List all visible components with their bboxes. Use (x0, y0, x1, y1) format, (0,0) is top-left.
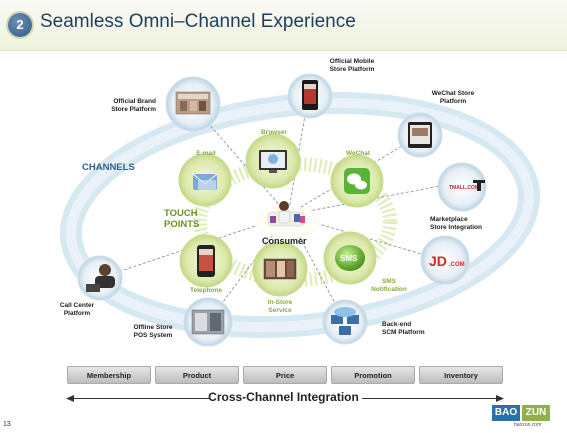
official-mobile-store-node (287, 73, 333, 119)
arrow-left-icon (66, 395, 74, 402)
integration-arrow-left (70, 398, 210, 399)
tmall-logo-text: TMALL.COM (449, 185, 479, 191)
sms-icon-text: SMS (340, 254, 358, 263)
offline-store-node (183, 297, 233, 347)
channels-label: CHANNELS (82, 162, 135, 173)
logo-bao: BAO (492, 405, 520, 421)
wechat-store-node (397, 112, 443, 158)
telephone-touchpoint-node (179, 234, 233, 288)
touch-points-label-line2: POINTS (164, 219, 200, 230)
touch-points-label-line1: TOUCH (164, 208, 198, 219)
logo-zun: ZUN (522, 405, 550, 421)
telephone-label: Telephone (189, 287, 223, 294)
marketplace-tmall-node: TMALL.COM (437, 162, 487, 212)
logo-url: baozun.com (514, 422, 542, 428)
wechat-label: WeChat (345, 150, 371, 157)
arrow-right-icon (496, 395, 504, 402)
sms-touchpoint-node: SMS (323, 231, 377, 285)
email-label: E-mail (196, 150, 216, 157)
jd-com-text: .COM (449, 262, 465, 268)
consumer-label: Consumer (262, 236, 307, 246)
tab-product: Product (155, 366, 239, 384)
email-touchpoint-node (178, 153, 232, 207)
tab-membership: Membership (67, 366, 151, 384)
official-brand-store-node (165, 76, 221, 132)
marketplace-jd-node: JD .COM (420, 235, 470, 285)
cross-channel-integration-label: Cross-Channel Integration (208, 390, 359, 404)
page-number: 13 (3, 421, 11, 428)
browser-label: Browser (260, 129, 287, 136)
tab-price: Price (243, 366, 327, 384)
integration-tabs: Membership Product Price Promotion Inven… (67, 366, 503, 384)
baozun-logo: BAO ZUN (492, 405, 552, 421)
slide-header: 2 Seamless Omni–Channel Experience (0, 0, 567, 51)
omni-channel-diagram: TMALL.COM JD .COM (59, 73, 541, 347)
in-store-touchpoint-node (252, 241, 308, 297)
tab-inventory: Inventory (419, 366, 503, 384)
wechat-touchpoint-node (330, 154, 384, 208)
tab-promotion: Promotion (331, 366, 415, 384)
consumer-figure (256, 201, 320, 238)
channels-ring-inner (65, 97, 535, 333)
integration-arrow-right (362, 398, 500, 399)
backend-scm-node (322, 299, 368, 345)
browser-touchpoint-node (245, 133, 301, 189)
jd-logo-text: JD (429, 253, 447, 269)
slide-number-badge: 2 (8, 13, 32, 37)
slide-title: Seamless Omni–Channel Experience (40, 11, 356, 32)
call-center-node (77, 255, 123, 301)
